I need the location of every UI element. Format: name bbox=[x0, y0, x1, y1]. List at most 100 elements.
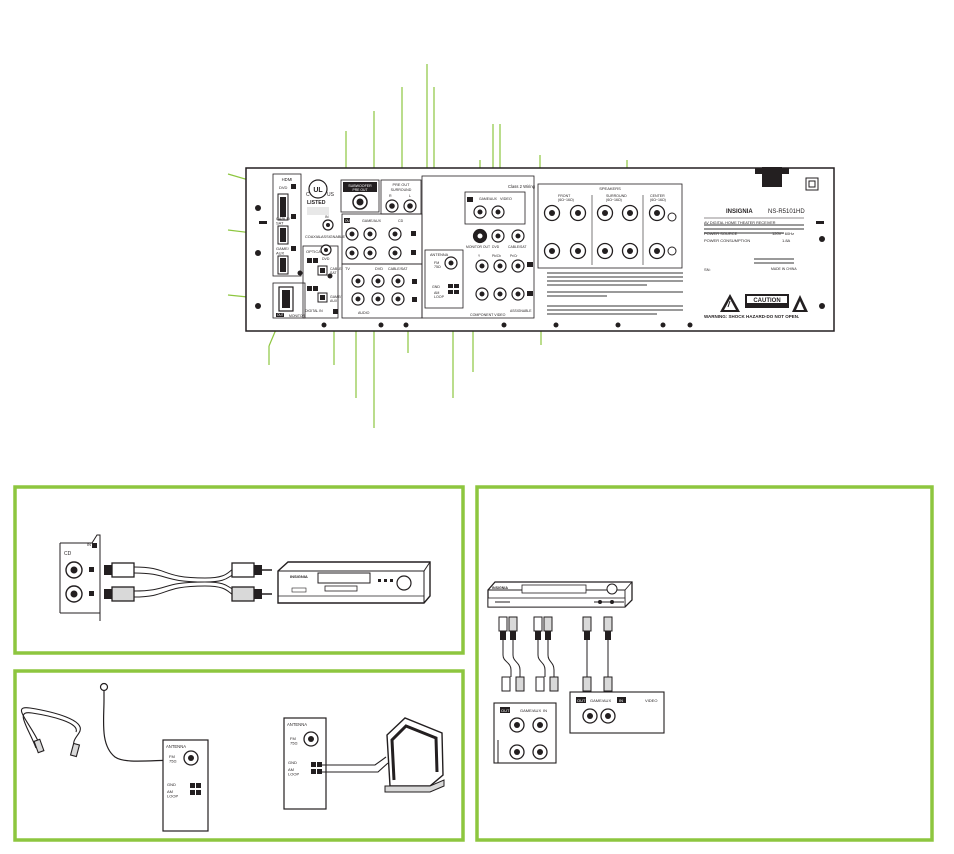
svg-text:DVD: DVD bbox=[322, 257, 330, 261]
coaxial-label: COAXIAL bbox=[305, 235, 321, 239]
monitor-out-label: MONITOR OUT bbox=[466, 245, 490, 249]
power-source-label: POWER SOURCE bbox=[704, 231, 738, 236]
svg-text:IN: IN bbox=[325, 215, 329, 219]
assignable-label: ASSIGNABLE bbox=[321, 235, 346, 239]
caution-text: CAUTION bbox=[753, 298, 780, 304]
hdmi-monitor-label: MONITOR bbox=[289, 314, 305, 318]
game-video-game-label: GAME/AUX bbox=[590, 698, 611, 703]
screw-holes bbox=[255, 205, 825, 328]
audio-top-jacks: OUT GAME/AUX CD bbox=[341, 213, 423, 265]
model-desc: AV DIGITAL HOME THEATER RECEIVER bbox=[704, 221, 776, 225]
svg-text:ANTENNA: ANTENNA bbox=[166, 744, 186, 749]
subwoofer-pre-out: SUBWOOFER PRE OUT bbox=[340, 179, 380, 213]
game-audio-out-label: OUT bbox=[501, 708, 510, 713]
speakers-center: CENTER(6Ω~16Ω) bbox=[650, 194, 666, 202]
game-video-label: VIDEO bbox=[645, 698, 657, 703]
hdmi-game-label: GAME/AUX bbox=[276, 246, 290, 255]
component-video-label: COMPONENT VIDEO bbox=[470, 313, 506, 317]
hdmi-out-label: OUT bbox=[277, 313, 284, 317]
component-assignable-label: ASSIGNABLE bbox=[510, 309, 532, 313]
optical-cable-label: CABLE/SAT bbox=[330, 267, 342, 275]
audio-tv-label: TV bbox=[345, 267, 350, 271]
svg-text:GND: GND bbox=[167, 782, 176, 787]
hdmi-inputs: HDMI DVD CABLE/SAT GAME/AUX bbox=[272, 173, 302, 277]
warning-text: WARNING: SHOCK HAZARD-DO NOT OPEN. bbox=[704, 314, 799, 319]
class2-wiring: Class 2 Wiring bbox=[508, 184, 536, 189]
game-device: INSIGNIA bbox=[487, 581, 633, 608]
audio-game-label: GAME/AUX bbox=[362, 219, 382, 223]
digital-in-label: DIGITAL IN bbox=[305, 309, 323, 313]
subwoofer-title: SUBWOOFER bbox=[348, 184, 372, 188]
hdmi-cable-label: CABLE/SAT bbox=[276, 216, 291, 225]
game-plugs-bottom bbox=[501, 676, 613, 692]
optical-game-label: GAME/AUX bbox=[330, 295, 341, 303]
speakers-front: FRONT(6Ω~16Ω) bbox=[558, 194, 574, 202]
svg-text:DVD: DVD bbox=[492, 245, 500, 249]
game-device-logo: INSIGNIA bbox=[492, 586, 508, 590]
made-in-label: MADE IN CHINA bbox=[771, 267, 797, 271]
hdmi-dvd-label: DVD bbox=[279, 185, 288, 190]
game-audio-in-label: IN bbox=[543, 708, 547, 713]
game-video-in-label: IN bbox=[619, 698, 623, 703]
fm-wire-antenna bbox=[99, 682, 184, 762]
game-video-out-label: OUT bbox=[577, 698, 586, 703]
model-number: NS-R5101HD bbox=[768, 209, 805, 215]
svg-text:OUT: OUT bbox=[345, 219, 352, 223]
video-section: Class 2 Wiring VIDEO GAME/AUX MONITOR OU… bbox=[421, 175, 536, 319]
serial-label: SN: bbox=[704, 267, 711, 272]
rca-plugs-left bbox=[104, 562, 135, 602]
listed-mark: LISTED bbox=[307, 200, 326, 206]
am-loop-antenna bbox=[322, 717, 445, 793]
cd-in-label: IN bbox=[87, 542, 91, 547]
cd-device-logo: INSIGNIA bbox=[290, 574, 308, 579]
svg-text:L: L bbox=[409, 194, 411, 198]
ul-mark: UL bbox=[313, 187, 323, 194]
svg-text:R: R bbox=[389, 194, 392, 198]
power-consumption-label: POWER CONSUMPTION bbox=[704, 238, 750, 243]
hdmi-output: OUT MONITOR bbox=[272, 282, 305, 319]
speakers-title: SPEAKERS bbox=[599, 186, 621, 191]
svg-text:GND: GND bbox=[432, 285, 440, 289]
game-video-jacks: OUT GAME/AUX IN VIDEO bbox=[569, 691, 665, 734]
component-video: Y Pb/Cb Pr/Cr COMPONENT VIDEO ASSIGNABLE bbox=[470, 254, 533, 317]
game-audio-jacks: OUT GAME/AUX IN bbox=[493, 702, 557, 764]
svg-text:Y: Y bbox=[478, 254, 481, 258]
insignia-logo: INSIGNIA bbox=[726, 209, 753, 215]
speaker-terminals: SPEAKERS FRONT(6Ω~16Ω) SURROUND(6Ω~16Ω) … bbox=[537, 183, 683, 269]
svg-text:Pr/Cr: Pr/Cr bbox=[510, 254, 518, 258]
subwoofer-sub: PRE OUT bbox=[352, 188, 367, 192]
svg-text:C: C bbox=[306, 192, 310, 198]
audio-cd-label: CD bbox=[398, 219, 404, 223]
optical-inputs: OPTICAL CABLE/SAT GAME/AUX DIGITAL IN bbox=[302, 245, 342, 319]
power-source-value: 120V~ 60Hz bbox=[772, 231, 794, 236]
audio-cable-label: CABLE/SAT bbox=[388, 267, 408, 271]
audio-label: AUDIO bbox=[358, 311, 370, 315]
caution-label: CAUTION WARNING: SHOCK HAZARD-DO NOT OPE… bbox=[704, 294, 808, 319]
svg-text:ANTENNA: ANTENNA bbox=[287, 722, 307, 727]
hdmi-title: HDMI bbox=[282, 177, 293, 182]
svg-text:GND: GND bbox=[288, 760, 297, 765]
pre-out-surround: PRE OUT SURROUND R L bbox=[380, 179, 422, 215]
svg-text:CABLE/SAT: CABLE/SAT bbox=[508, 245, 526, 249]
model-label: INSIGNIA NS-R5101HD AV DIGITAL HOME THEA… bbox=[704, 209, 805, 272]
fine-print bbox=[547, 224, 804, 315]
cd-player-device: INSIGNIA bbox=[277, 561, 431, 604]
coaxial-input: COAXIAL IN ASSIGNABLE DVD bbox=[305, 215, 346, 261]
svg-text:US: US bbox=[327, 192, 335, 198]
svg-text:Pb/Cb: Pb/Cb bbox=[492, 254, 501, 258]
cd-connection-panel: CD IN bbox=[13, 485, 465, 655]
game-audio-cables bbox=[502, 640, 609, 677]
video-title: VIDEO bbox=[500, 197, 512, 201]
antenna-title: ANTENNA bbox=[430, 253, 449, 257]
game-aux-connection-panel: INSIGNIA bbox=[475, 485, 934, 842]
